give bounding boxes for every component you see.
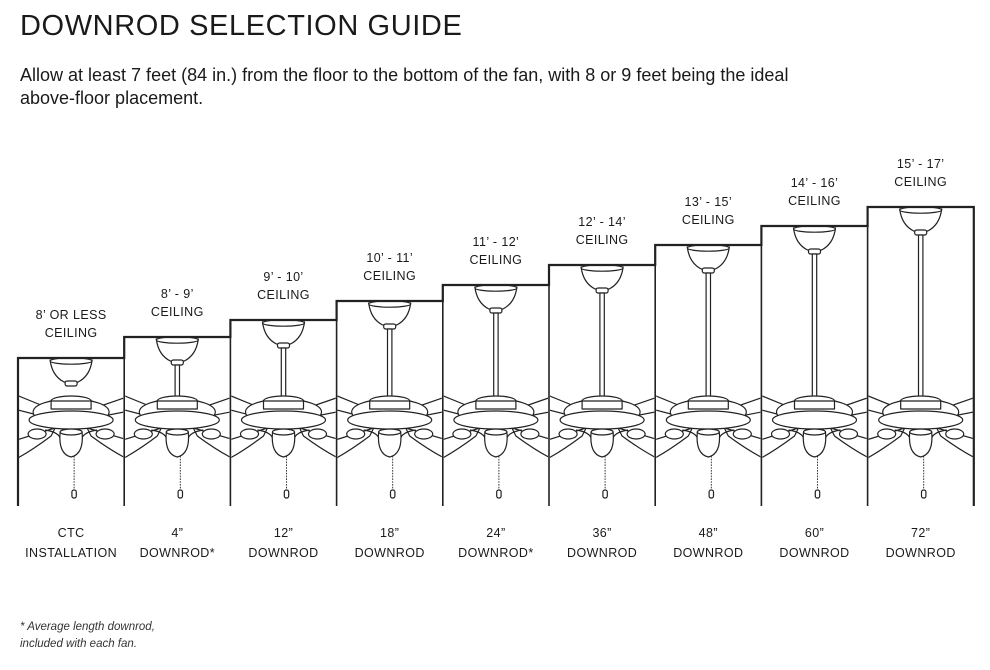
canopy: [155, 338, 199, 362]
pull-chain: [177, 489, 184, 499]
pull-chain: [920, 489, 927, 499]
switch-housing: [377, 431, 402, 458]
downrod-diagram: [16, 205, 975, 506]
fan-panel: [654, 245, 761, 506]
ceiling-height-label: 15’ - 17’CEILING: [894, 157, 948, 189]
fan-panel: [548, 265, 655, 506]
downrod-length-label: 60”DOWNROD: [779, 526, 850, 560]
page-title: DOWNROD SELECTION GUIDE: [20, 10, 463, 42]
canopy: [261, 321, 306, 345]
pull-chain: [602, 489, 608, 499]
ceiling-height-label: 13’ - 15’CEILING: [681, 195, 735, 227]
canopy: [686, 246, 730, 270]
pull-chain: [283, 489, 290, 499]
downrod: [493, 312, 499, 399]
ceiling-height-label: 12’ - 14’CEILING: [575, 215, 629, 247]
ceiling-height-label: 10’ - 11’CEILING: [363, 251, 417, 283]
downrod: [917, 234, 924, 399]
footnote-line-1: * Average length downrod,: [20, 621, 155, 633]
ceiling-height-label: 14’ - 16’CEILING: [788, 176, 841, 208]
canopy: [899, 208, 943, 232]
canopy: [49, 359, 93, 383]
fan-panel: [123, 337, 230, 506]
downrod-length-label: 4”DOWNROD*: [139, 526, 216, 560]
footnote-line-2: included with each fan.: [20, 638, 137, 650]
downrod: [174, 364, 181, 399]
fan-panels: [19, 207, 973, 506]
downrod: [599, 292, 605, 399]
downrod: [280, 347, 287, 399]
canopy: [792, 227, 837, 251]
switch-housing: [271, 431, 296, 458]
pull-chain: [496, 489, 502, 499]
canopy: [474, 286, 518, 310]
downrod-length-label: 24”DOWNROD*: [458, 526, 534, 560]
pull-chain: [814, 489, 821, 499]
downrod: [705, 272, 712, 399]
downrod: [386, 328, 393, 399]
switch-housing: [59, 431, 83, 458]
switch-housing: [590, 431, 614, 458]
fan-panel: [760, 226, 867, 506]
ceiling-height-label: 9’ - 10’CEILING: [257, 270, 310, 302]
downrod-length-label: 12”DOWNROD: [248, 526, 319, 560]
pull-chain: [389, 489, 396, 499]
intro-line-2: above-floor placement.: [20, 88, 204, 108]
ceiling-height-label: 11’ - 12’CEILING: [469, 235, 523, 267]
switch-housing: [165, 431, 190, 458]
pull-chain: [708, 489, 715, 499]
switch-housing: [908, 431, 933, 458]
footnote: * Average length downrod, included with …: [20, 619, 155, 653]
fan-panel: [229, 320, 336, 506]
fan-panel: [441, 285, 548, 506]
fan-panel: [335, 301, 442, 506]
switch-housing: [696, 431, 721, 458]
switch-housing: [802, 431, 827, 458]
switch-housing: [484, 431, 508, 458]
canopy: [580, 266, 624, 290]
downrod-length-label: 18”DOWNROD: [354, 526, 425, 560]
intro-text: Allow at least 7 feet (84 in.) from the …: [20, 64, 788, 110]
ceiling-height-label: 8’ - 9’CEILING: [150, 287, 204, 319]
ceiling-step-outline: [16, 205, 975, 506]
downrod-length-label: 72”DOWNROD: [885, 526, 956, 560]
pull-chain: [71, 489, 77, 499]
fan-panel: [866, 207, 973, 506]
downrod-length-label: 48”DOWNROD: [673, 526, 744, 560]
intro-line-1: Allow at least 7 feet (84 in.) from the …: [20, 65, 789, 85]
fan-panel: [19, 359, 124, 499]
canopy: [368, 302, 412, 326]
downrod-length-label: 36”DOWNROD: [567, 526, 638, 560]
downrod: [811, 253, 818, 399]
